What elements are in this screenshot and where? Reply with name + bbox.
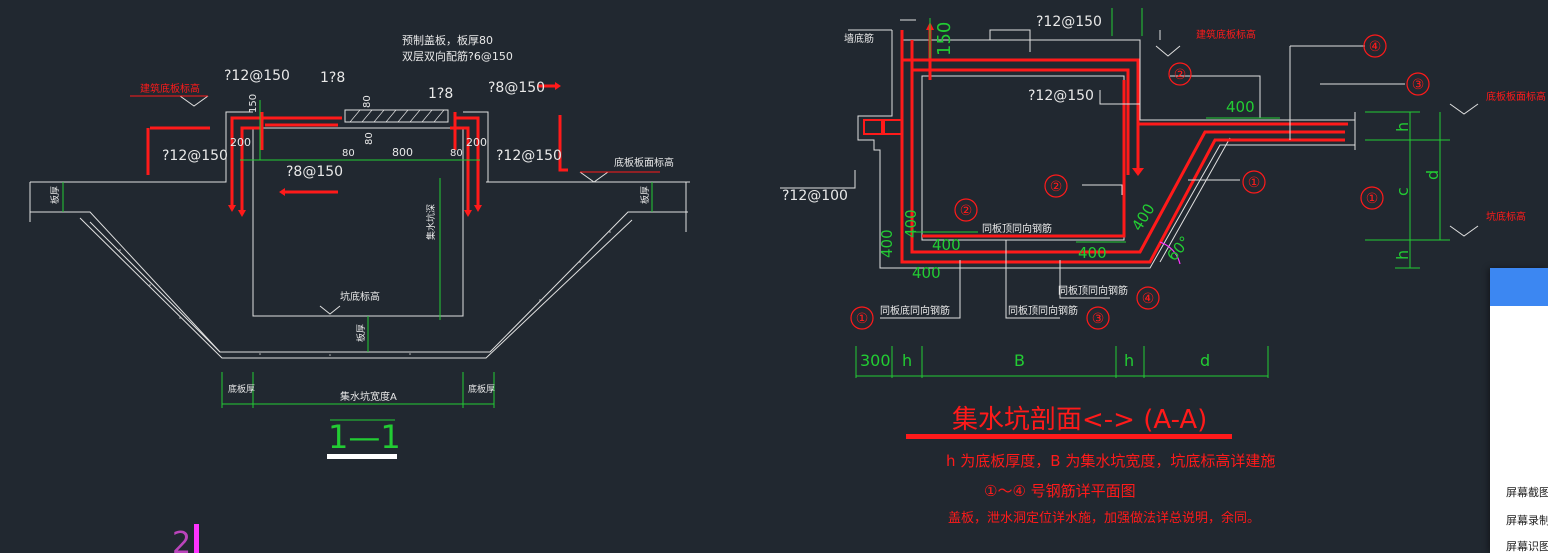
- note-2: ①～④ 号钢筋详平面图: [984, 482, 1136, 500]
- label-build-floor-left: 建筑底板标高: [140, 82, 200, 95]
- note-1: h 为底板厚度，B 为集水坑宽度，坑底标高详建施: [946, 452, 1275, 470]
- label-pit-bottom-right: 坑底标高: [1486, 210, 1526, 223]
- dim-400-c: 400: [932, 236, 961, 254]
- rebar-top-right: ?12@150: [1036, 14, 1102, 30]
- dim-400-b: 400: [902, 209, 920, 238]
- left-section: [29, 82, 690, 459]
- dim-side-0: h: [1393, 122, 1412, 132]
- dim-side-2: d: [1423, 170, 1442, 180]
- dim-200-b: 200: [466, 136, 487, 149]
- rebar-1-8-a: 1?8: [320, 70, 345, 86]
- dim-150-left: 150: [248, 94, 259, 113]
- rebar-12-150-left: ?12@150: [162, 148, 228, 164]
- menu-item-image-recognition[interactable]: 屏幕识图: [1506, 540, 1548, 553]
- dim-80-a: 80: [362, 95, 373, 108]
- marker-3-a: ③: [1412, 77, 1425, 93]
- note-3: 盖板，泄水洞定位详水施，加强做法详总说明，余同。: [948, 510, 1260, 526]
- dim-400-a: 400: [1226, 98, 1255, 116]
- rebar-8-150-mid: ?8@150: [286, 164, 343, 180]
- rebar-100: ?12@100: [782, 188, 848, 204]
- dim-400-d: 400: [878, 229, 896, 258]
- dim-bottom-4: d: [1200, 351, 1210, 370]
- cursor-marker: [194, 524, 199, 553]
- dim-400-e: 400: [912, 264, 941, 282]
- popup-header: [1490, 268, 1548, 306]
- lid-bar-note: 双层双向配筋?6@150: [402, 49, 513, 63]
- marker-4-b: ④: [1142, 291, 1155, 307]
- note-same-bottom-a: 同板底同向钢筋: [880, 304, 950, 317]
- section-heading: 集水坑剖面<-> (A-A): [952, 405, 1207, 435]
- dim-80-d: 80: [450, 148, 463, 159]
- dim-side-3: h: [1393, 250, 1412, 260]
- rebar-top-left: ?12@150: [224, 68, 290, 84]
- label-slab-top-left: 底板板面标高: [614, 156, 674, 169]
- dim-150-right: 150: [934, 22, 955, 56]
- marker-1-a: ①: [1248, 175, 1261, 191]
- label-build-floor-right: 建筑底板标高: [1196, 28, 1256, 41]
- dim-800: 800: [392, 146, 413, 159]
- label-slab-thk-r: 板厚: [639, 186, 651, 204]
- dim-bot-r: 底板厚: [468, 383, 495, 395]
- marker-2-a: ②: [1174, 67, 1187, 83]
- dim-bot-l: 底板厚: [228, 383, 255, 395]
- dim-200-a: 200: [230, 136, 251, 149]
- right-section: [780, 8, 1479, 439]
- dim-bottom-3: h: [1124, 351, 1134, 370]
- dim-bottom-0: 300: [860, 351, 891, 370]
- marker-2-b: ②: [1050, 179, 1063, 195]
- dim-80-c: 80: [342, 148, 355, 159]
- lid-note: 预制盖板，板厚80: [402, 33, 493, 47]
- section-title-1-1: 1—1: [328, 418, 401, 456]
- menu-item-screenshot[interactable]: 屏幕截图: [1506, 486, 1548, 499]
- label-bottom-thk: 板厚: [355, 324, 367, 342]
- dim-400-f: 400: [1078, 244, 1107, 262]
- dim-80-b: 80: [364, 132, 375, 145]
- menu-item-screen-record[interactable]: 屏幕录制: [1506, 514, 1548, 527]
- label-slab-top-right: 底板板面标高: [1486, 90, 1546, 103]
- label-slab-thk-l: 板厚: [49, 186, 61, 204]
- note-same-top-a: 同板顶同向钢筋: [982, 222, 1052, 235]
- marker-2-c: ②: [960, 203, 973, 219]
- label-pit-depth: 集水坑深: [425, 204, 437, 240]
- dim-bot-mid: 集水坑宽度A: [340, 390, 397, 403]
- marker-1-b: ①: [1366, 191, 1379, 207]
- corner-label: 2: [172, 526, 191, 553]
- marker-1-c: ①: [856, 311, 869, 327]
- note-same-top-c: 同板顶同向钢筋: [1058, 284, 1128, 297]
- rebar-12-150-right: ?12@150: [496, 148, 562, 164]
- marker-4-a: ④: [1369, 39, 1382, 55]
- note-same-top-b: 同板顶同向钢筋: [1008, 304, 1078, 317]
- dim-side-1: c: [1393, 187, 1412, 196]
- dim-bottom-2: B: [1014, 351, 1025, 370]
- dim-bottom-1: h: [902, 351, 912, 370]
- label-wall: 墙底筋: [844, 32, 874, 45]
- label-pit-bottom-left: 坑底标高: [340, 290, 380, 303]
- rebar-mid-right: ?12@150: [1028, 88, 1094, 104]
- rebar-1-8-b: 1?8: [428, 86, 453, 102]
- marker-3-b: ③: [1092, 311, 1105, 327]
- screenshot-menu-popup: 屏幕截图 屏幕录制 屏幕识图: [1490, 268, 1548, 553]
- rebar-8-150-right: ?8@150: [488, 80, 545, 96]
